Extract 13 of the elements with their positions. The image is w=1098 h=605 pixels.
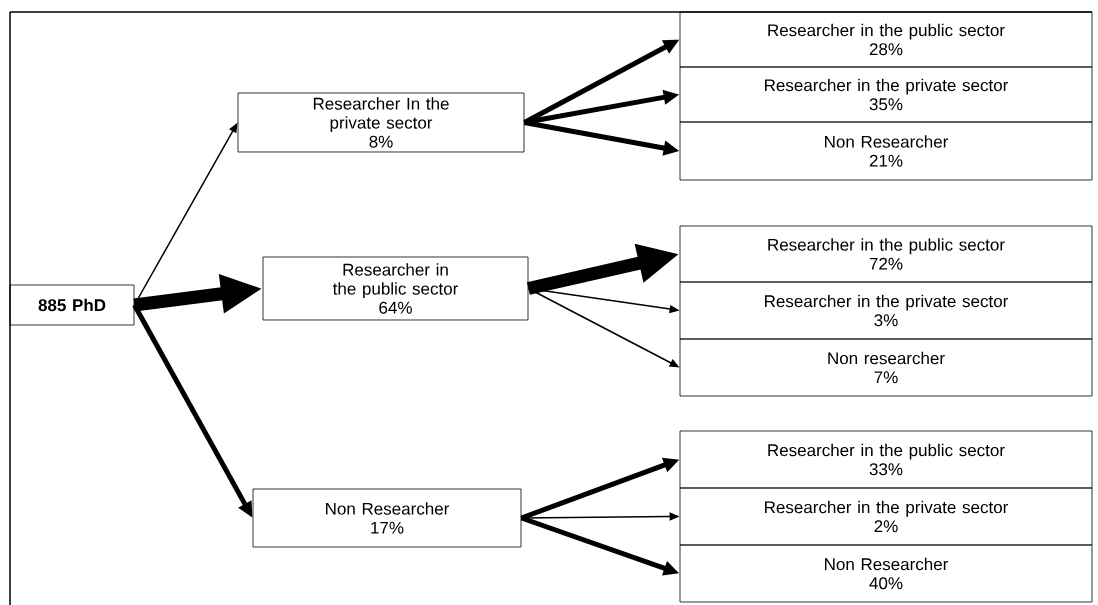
category-box: Non Researcher 40%: [679, 544, 1093, 603]
category-box: Non researcher 7%: [679, 338, 1093, 397]
category-box: Researcher In the private sector 8%: [237, 92, 525, 153]
category-box: Researcher in the private sector 3%: [679, 281, 1093, 340]
category-box: Researcher in the public sector 28%: [679, 11, 1093, 68]
category-box: Researcher in the private sector 35%: [679, 66, 1093, 123]
category-box: Researcher in the public sector 72%: [679, 225, 1093, 283]
start-box: 885 PhD: [9, 284, 135, 326]
category-box: Researcher in the public sector 33%: [679, 430, 1093, 489]
category-box: Researcher in the public sector 64%: [262, 256, 529, 321]
category-box: Non Researcher 17%: [252, 488, 522, 548]
category-box: Non Researcher 21%: [679, 121, 1093, 181]
category-box: Researcher in the private sector 2%: [679, 487, 1093, 546]
